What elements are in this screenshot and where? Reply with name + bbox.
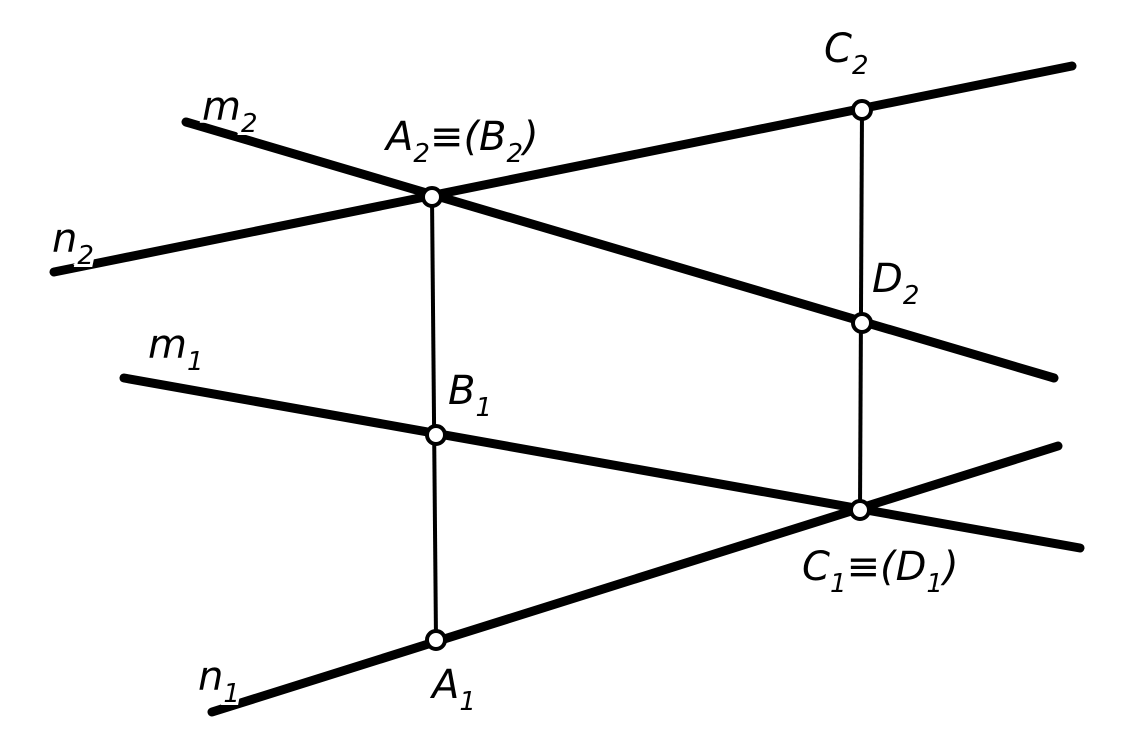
line-m2 [181,117,1059,383]
point-A2 [421,186,443,208]
label-n1: n1 [198,654,240,709]
ordinal-line-C [858,109,864,511]
point-C1 [849,499,871,521]
label-C1-D1: C1≡(D1) [802,544,959,599]
label-m2: m2 [202,84,258,139]
label-A1: A1 [429,662,476,717]
point-A1 [425,629,447,651]
label-m1: m1 [148,322,204,377]
ordinal-line-A [430,196,438,641]
label-C2: C2 [824,26,868,81]
label-B1: B1 [448,368,492,423]
point-D2 [851,312,873,334]
point-B1 [425,424,447,446]
label-A2-B2: A2≡(B2) [383,114,539,169]
point-C2 [851,99,873,121]
label-D2: D2 [872,256,919,311]
label-n2: n2 [52,216,94,271]
line-n1 [207,441,1063,717]
line-m1 [119,373,1085,553]
line-n2 [49,61,1077,277]
